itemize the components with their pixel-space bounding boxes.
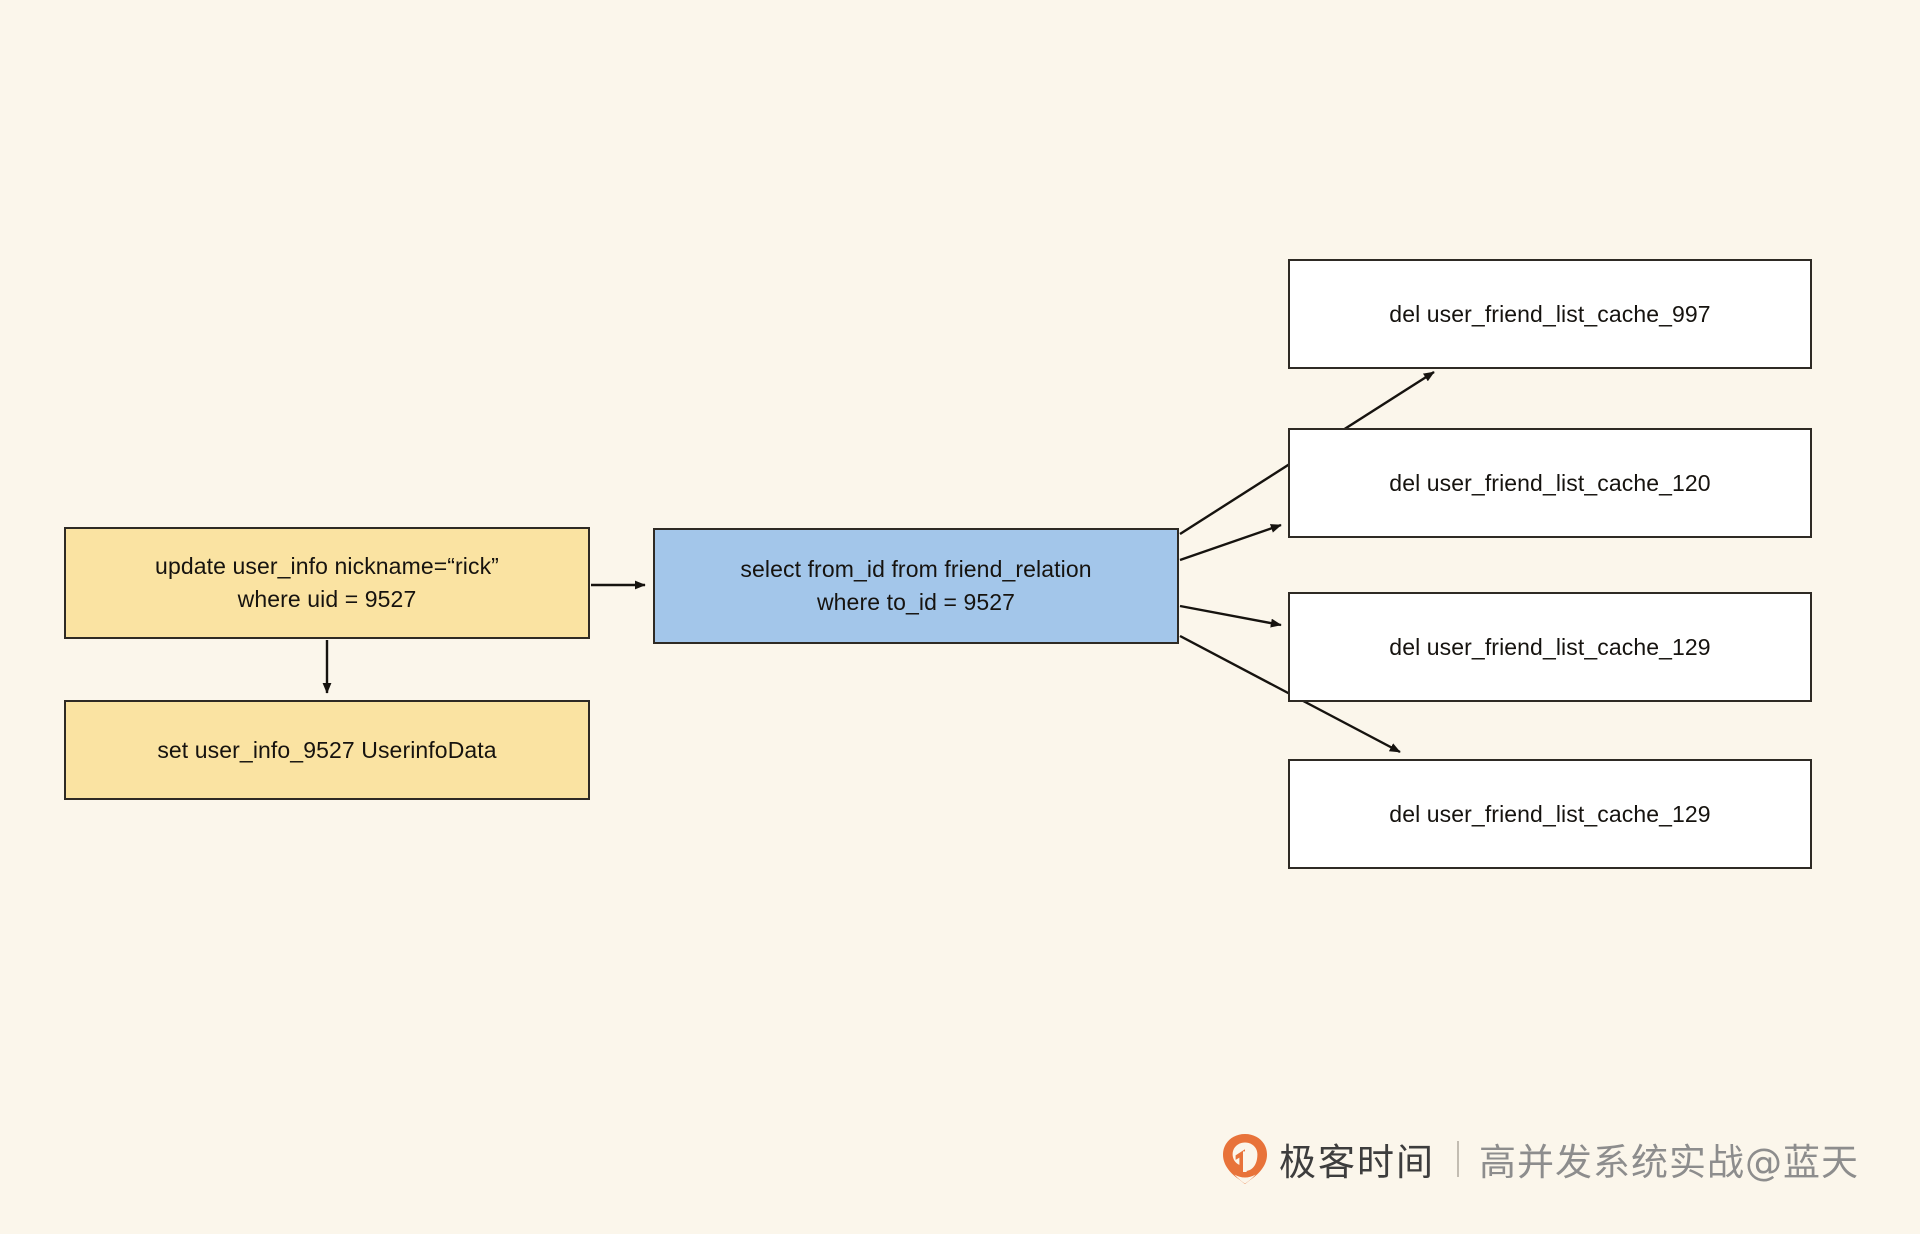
footer-divider [1457, 1141, 1459, 1177]
footer-watermark: 极客时间 高并发系统实战@蓝天 [1222, 1128, 1859, 1190]
node-del-cache-997[interactable]: del user_friend_list_cache_997 [1288, 259, 1812, 369]
node-del-cache-129-second[interactable]: del user_friend_list_cache_129 [1288, 759, 1812, 869]
node-update-user-info-label: update user_info nickname=“rick” where u… [155, 553, 499, 612]
geek-time-drop-logo-icon [1223, 1134, 1267, 1184]
node-del-cache-129-first[interactable]: del user_friend_list_cache_129 [1288, 592, 1812, 702]
footer-subtitle: 高并发系统实战@蓝天 [1479, 1141, 1859, 1184]
node-del-cache-997-label: del user_friend_list_cache_997 [1389, 300, 1711, 327]
node-select-friend-relation-label: select from_id from friend_relation wher… [740, 556, 1092, 615]
node-select-friend-relation[interactable]: select from_id from friend_relation wher… [653, 528, 1179, 644]
edge-select-to-del-129-a [1179, 604, 1282, 628]
node-set-user-info-cache-label: set user_info_9527 UserinfoData [157, 736, 497, 763]
footer-brand-name: 极客时间 [1279, 1141, 1435, 1184]
node-del-cache-120-label: del user_friend_list_cache_120 [1389, 469, 1711, 496]
node-del-cache-129-second-label: del user_friend_list_cache_129 [1389, 800, 1711, 827]
node-update-user-info[interactable]: update user_info nickname=“rick” where u… [64, 527, 590, 639]
node-del-cache-129-first-label: del user_friend_list_cache_129 [1389, 633, 1711, 660]
edge-select-to-del-120 [1179, 523, 1282, 562]
node-del-cache-120[interactable]: del user_friend_list_cache_120 [1288, 428, 1812, 538]
node-set-user-info-cache[interactable]: set user_info_9527 UserinfoData [64, 700, 590, 800]
